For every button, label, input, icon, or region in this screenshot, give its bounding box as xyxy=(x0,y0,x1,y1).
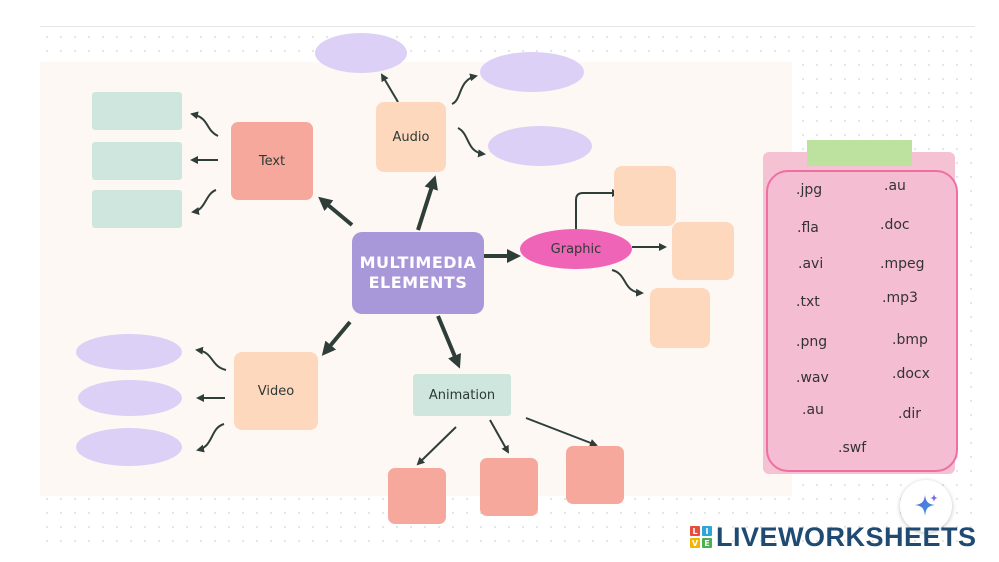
ext-item[interactable]: .mpeg xyxy=(880,256,925,272)
ext-item[interactable]: .avi xyxy=(798,256,824,272)
ext-item[interactable]: .mp3 xyxy=(882,290,918,306)
arrow-audio-right2 xyxy=(457,127,486,158)
logo-letter: L xyxy=(690,526,700,536)
text-node-label: Text xyxy=(258,153,286,169)
video-answer-ellipse-1[interactable] xyxy=(76,334,182,370)
arrow-graphic-low xyxy=(611,269,644,297)
graphic-answer-box-3[interactable] xyxy=(650,288,710,348)
ext-item[interactable]: .png xyxy=(796,334,828,350)
animation-node: Animation xyxy=(413,374,511,416)
arrow-center-text xyxy=(318,196,354,227)
arrow-center-animation xyxy=(436,315,461,369)
logo-letter: E xyxy=(702,538,712,548)
text-answer-box-3[interactable] xyxy=(92,190,182,228)
arrow-animation-3 xyxy=(525,417,598,447)
graphic-node-shape xyxy=(520,229,632,269)
center-title-line2: ELEMENTS xyxy=(368,273,468,292)
text-node: Text xyxy=(231,122,313,200)
arrow-video-3 xyxy=(196,423,225,453)
graphic-answer-box-2[interactable] xyxy=(672,222,734,280)
arrow-text-3 xyxy=(191,189,217,216)
video-node: Video xyxy=(234,352,318,430)
arrow-center-video xyxy=(321,320,352,356)
ext-item[interactable]: .swf xyxy=(838,440,867,456)
arrow-center-audio xyxy=(416,175,438,231)
ext-item[interactable]: .doc xyxy=(880,217,910,233)
arrow-audio-top xyxy=(380,73,399,103)
ext-item[interactable]: .au xyxy=(884,178,906,194)
ext-item[interactable]: .bmp xyxy=(892,332,928,348)
ext-item[interactable]: .jpg xyxy=(796,182,823,198)
clipboard-tape xyxy=(807,140,912,166)
video-answer-ellipse-3[interactable] xyxy=(76,428,182,466)
extensions-clipboard xyxy=(766,170,958,472)
logo-letter: V xyxy=(690,538,700,548)
audio-answer-ellipse-3[interactable] xyxy=(488,126,592,166)
video-node-label: Video xyxy=(257,383,295,399)
center-node-multimedia-elements: MULTIMEDIA ELEMENTS xyxy=(352,232,484,314)
graphic-node-label: Graphic xyxy=(550,241,602,257)
arrow-animation-2 xyxy=(489,419,509,454)
graphic-answer-box-1[interactable] xyxy=(614,166,676,226)
audio-answer-ellipse-2[interactable] xyxy=(480,52,584,92)
arrow-text-1 xyxy=(190,111,219,137)
graphic-node: Graphic xyxy=(520,236,632,262)
audio-node-label: Audio xyxy=(392,129,430,145)
video-answer-ellipse-2[interactable] xyxy=(78,380,182,416)
audio-node: Audio xyxy=(376,102,446,172)
brand-logo: L I V E xyxy=(690,526,712,548)
arrow-animation-1 xyxy=(416,426,457,466)
arrow-audio-right1 xyxy=(451,73,478,105)
liveworksheets-brand: L I V E LIVEWORKSHEETS xyxy=(690,522,977,552)
sparkle-icon xyxy=(915,494,938,516)
animation-answer-box-2[interactable] xyxy=(480,458,538,516)
brand-name: LIVEWORKSHEETS xyxy=(716,521,977,552)
center-title-line1: MULTIMEDIA xyxy=(359,253,477,272)
logo-letter: I xyxy=(702,526,712,536)
audio-answer-ellipse-1[interactable] xyxy=(315,33,407,73)
arrow-graphic-top xyxy=(575,189,620,232)
ext-item[interactable]: .docx xyxy=(892,366,930,382)
arrow-video-1 xyxy=(195,346,227,371)
ext-item[interactable]: .wav xyxy=(796,370,829,386)
text-answer-box-2[interactable] xyxy=(92,142,182,180)
ext-item[interactable]: .fla xyxy=(797,220,819,236)
animation-answer-box-1[interactable] xyxy=(388,468,446,524)
text-answer-box-1[interactable] xyxy=(92,92,182,130)
animation-node-label: Animation xyxy=(428,387,496,403)
animation-answer-box-3[interactable] xyxy=(566,446,624,504)
ext-item[interactable]: .txt xyxy=(796,294,820,310)
top-divider xyxy=(40,26,975,27)
ext-item[interactable]: .dir xyxy=(898,406,921,422)
assistant-button[interactable] xyxy=(900,480,952,532)
ext-item[interactable]: .au xyxy=(802,402,824,418)
